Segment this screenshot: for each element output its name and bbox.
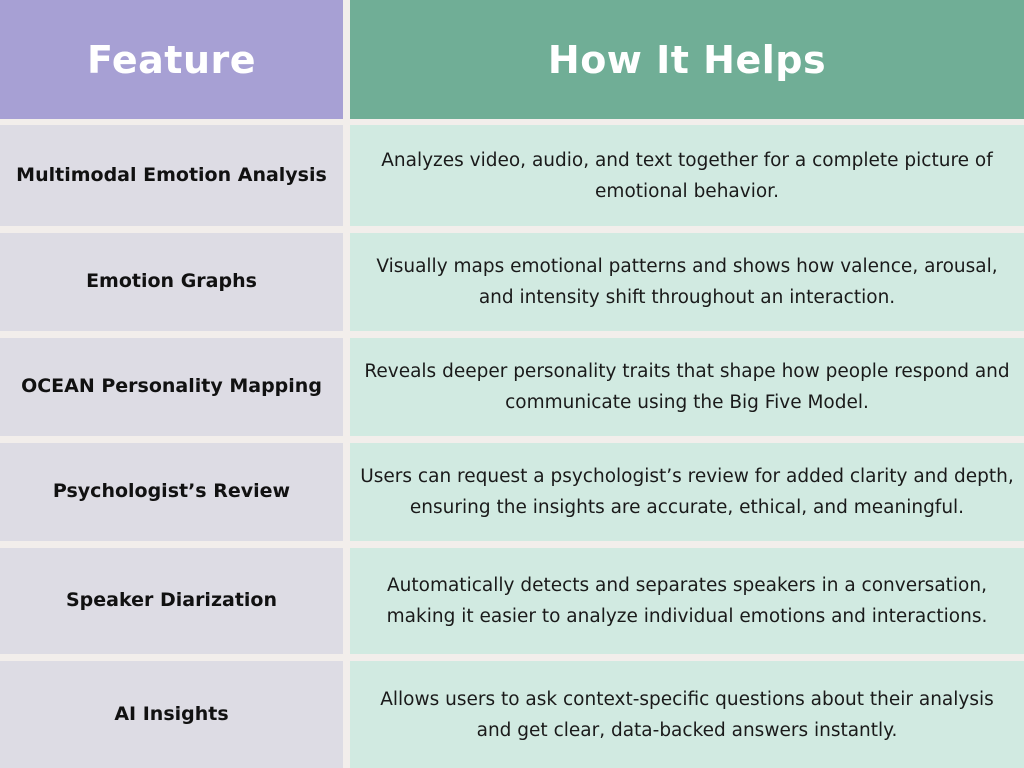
help-cell-ocean-personality-mapping: Reveals deeper personality traits that s… <box>350 338 1024 436</box>
feature-header-label: Feature <box>86 37 257 82</box>
feature-cell-ocean-personality-mapping: OCEAN Personality Mapping <box>0 338 343 436</box>
feature-name: Psychologist’s Review <box>52 480 291 503</box>
help-cell-speaker-diarization: Automatically detects and separates spea… <box>350 548 1024 654</box>
feature-cell-psychologists-review: Psychologist’s Review <box>0 443 343 541</box>
feature-cell-emotion-graphs: Emotion Graphs <box>0 233 343 331</box>
feature-column-header: Feature <box>0 0 343 119</box>
feature-name: AI Insights <box>114 702 229 725</box>
feature-name: Speaker Diarization <box>65 589 278 612</box>
feature-description: Automatically detects and separates spea… <box>386 575 988 627</box>
feature-name: Emotion Graphs <box>86 270 257 293</box>
feature-cell-ai-insights: AI Insights <box>0 661 343 768</box>
feature-name: OCEAN Personality Mapping <box>21 375 322 398</box>
feature-description: Reveals deeper personality traits that s… <box>364 361 1010 413</box>
feature-description: Allows users to ask context-specific que… <box>380 688 994 741</box>
feature-description: Visually maps emotional patterns and sho… <box>376 256 998 308</box>
help-cell-ai-insights: Allows users to ask context-specific que… <box>350 661 1024 768</box>
feature-cell-multimodal-emotion-analysis: Multimodal Emotion Analysis <box>0 125 343 226</box>
help-cell-multimodal-emotion-analysis: Analyzes video, audio, and text together… <box>350 125 1024 226</box>
help-cell-psychologists-review: Users can request a psychologist’s revie… <box>350 443 1024 541</box>
feature-cell-speaker-diarization: Speaker Diarization <box>0 548 343 654</box>
feature-name: Multimodal Emotion Analysis <box>16 163 327 186</box>
feature-description: Users can request a psychologist’s revie… <box>360 466 1014 518</box>
feature-description: Analyzes video, audio, and text together… <box>381 149 993 202</box>
helps-column-header: How It Helps <box>350 0 1024 119</box>
helps-header-label: How It Helps <box>547 37 827 82</box>
help-cell-emotion-graphs: Visually maps emotional patterns and sho… <box>350 233 1024 331</box>
